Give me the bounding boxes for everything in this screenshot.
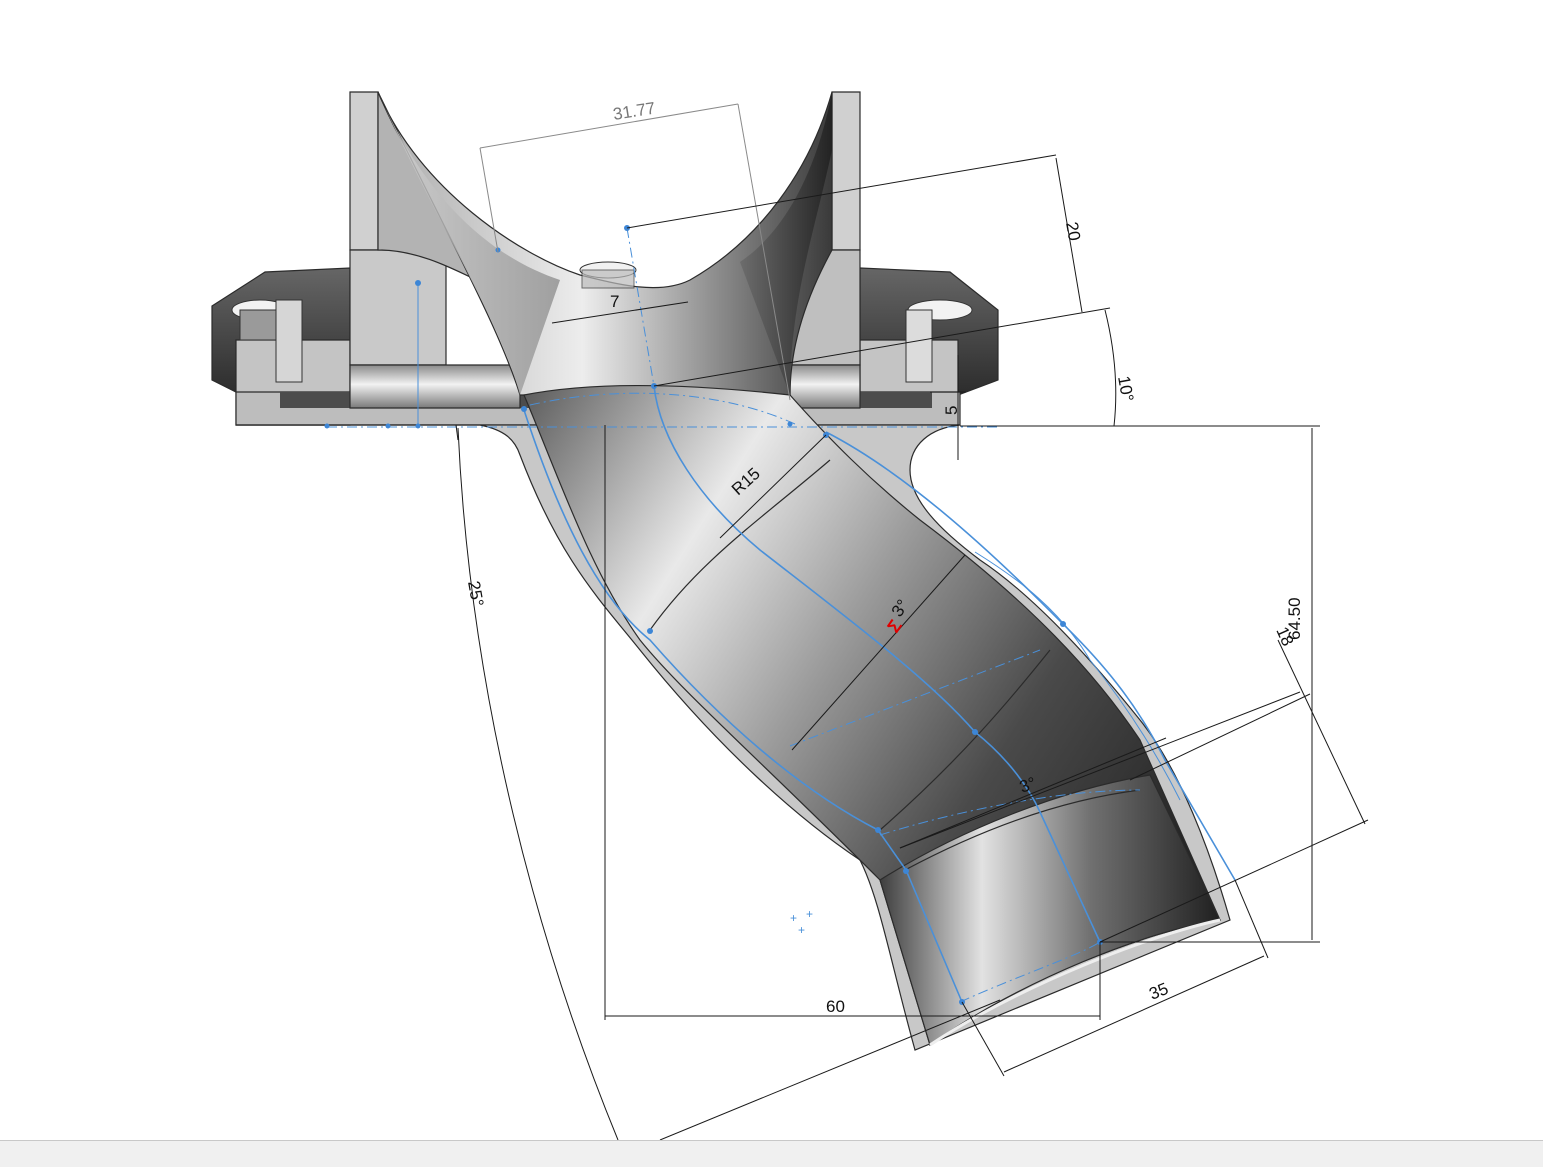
seam-line-1 [649, 459, 831, 631]
dim-25deg-label: 25° [464, 579, 487, 608]
dim-7-label: 7 [610, 292, 619, 311]
dim-35[interactable]: 35 [659, 879, 1269, 1140]
dim-64-50-label: 64.50 [1285, 597, 1304, 640]
dim-3deg-lower[interactable]: 3° [899, 691, 1301, 849]
dim-10deg-label: 10° [1114, 374, 1137, 403]
tube-exit-rim [929, 918, 1221, 1047]
dim-31-77-label: 31.77 [612, 99, 657, 124]
dim-20[interactable]: 20 [626, 154, 1111, 387]
dim-25deg[interactable]: 25° [455, 424, 619, 1140]
status-bar [0, 1140, 1543, 1167]
svg-text:+: + [798, 923, 805, 937]
dim-10deg[interactable]: 10° [1104, 309, 1137, 427]
graphics-viewport[interactable]: + + + 31.77 20 10° 7 5 R15 Σ [0, 0, 1543, 1140]
dim-5-label: 5 [942, 406, 961, 415]
seam-line-3 [904, 789, 1141, 871]
seam-line-2 [879, 649, 1051, 831]
boss-cylinder-left[interactable] [349, 364, 521, 409]
dim-20-label: 20 [1062, 220, 1084, 242]
dim-64-50[interactable]: 64.50 [960, 425, 1320, 943]
boss-cylinder-right[interactable] [789, 364, 861, 409]
sketch-geometry[interactable]: + + + [324, 225, 1236, 1005]
dim-5[interactable]: 5 [930, 355, 966, 460]
svg-text:+: + [790, 911, 797, 925]
funnel-saddle[interactable] [377, 91, 833, 396]
dim-3deg-b-label: 3° [1017, 773, 1039, 796]
dim-60-label: 60 [826, 997, 845, 1016]
svg-text:+: + [806, 907, 813, 921]
dim-60[interactable]: 60 [604, 425, 1101, 1020]
dim-7[interactable]: 7 [551, 292, 689, 324]
model-canvas[interactable]: + + + 31.77 20 10° 7 5 R15 Σ [0, 0, 1543, 1140]
dim-35-label: 35 [1146, 979, 1171, 1004]
